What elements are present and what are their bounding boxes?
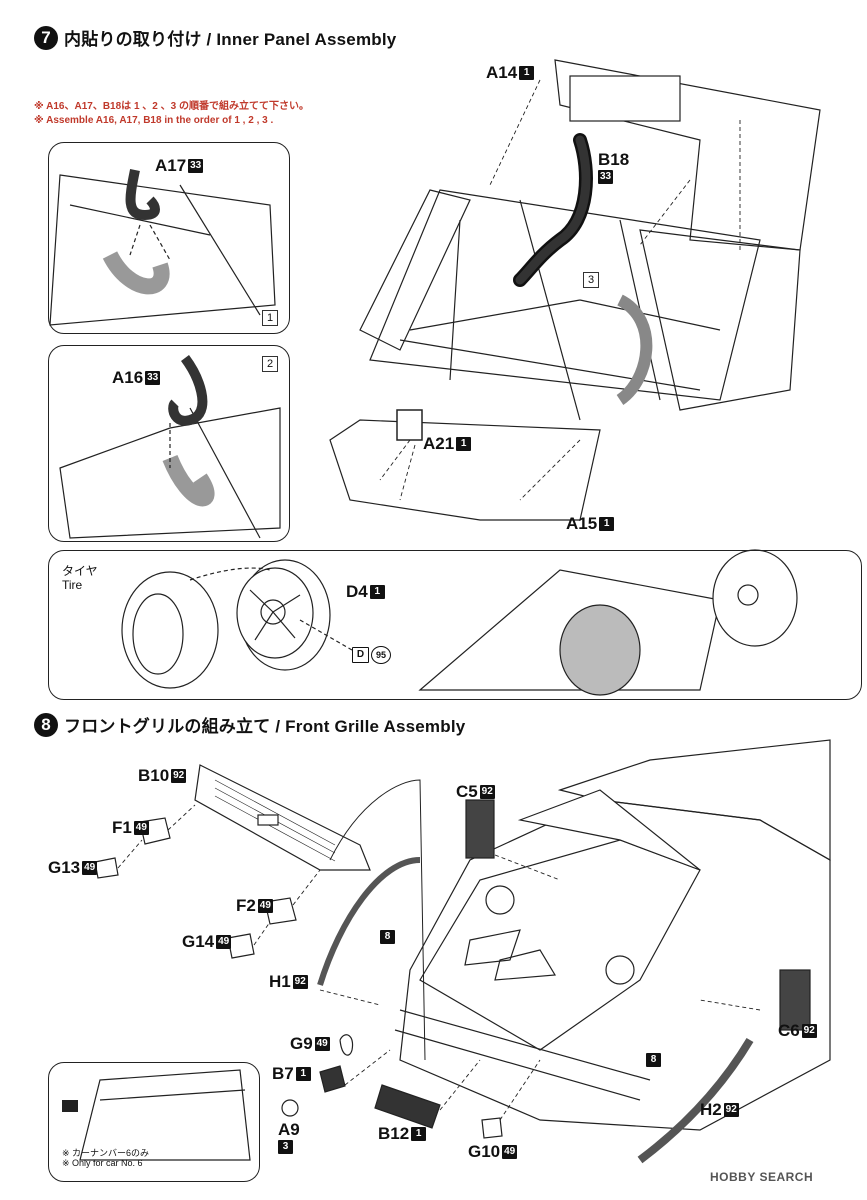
part-f1-name: F1: [112, 818, 132, 837]
part-c6-name: C6: [778, 1021, 800, 1040]
ref-mark-8-b: 8: [646, 1053, 661, 1067]
part-g9-name: G9: [290, 1034, 313, 1053]
part-b12-qty: 1: [411, 1127, 427, 1141]
part-b12-name: B12: [378, 1124, 410, 1143]
decal-num: 95: [371, 646, 391, 664]
part-b7-name: B7: [272, 1064, 294, 1083]
step7-number: 7: [34, 25, 58, 50]
part-a15-qty: 1: [599, 517, 615, 531]
part-b12: B12 1: [378, 1124, 427, 1144]
part-a15: A15 1: [566, 514, 615, 534]
part-a9-name: A9: [278, 1120, 300, 1139]
part-d4: D4 1: [346, 582, 385, 602]
part-b10: B10 92: [138, 766, 187, 786]
part-b7-qty: 1: [295, 1067, 311, 1081]
part-c6-qty: 92: [801, 1024, 817, 1038]
part-b18-name: B18: [598, 150, 630, 169]
part-d4-qty: 1: [369, 585, 385, 599]
step8-title: フロントグリルの組み立て / Front Grille Assembly: [64, 717, 466, 736]
part-f2: F2 49: [236, 896, 273, 916]
part-c5: C5 92: [456, 782, 495, 802]
part-a9: A9 3: [278, 1120, 300, 1154]
part-f2-qty: 49: [257, 899, 273, 913]
sub-number-1: 1: [262, 310, 278, 326]
part-g14-name: G14: [182, 932, 215, 951]
part-g9: G9 49: [290, 1034, 330, 1054]
part-g14: G14 49: [182, 932, 232, 952]
part-g14-qty: 49: [216, 935, 232, 949]
part-a14: A14 1: [486, 63, 535, 83]
subpanel-2: [48, 345, 290, 542]
part-g10-qty: 49: [502, 1145, 518, 1159]
step8-number: 8: [34, 712, 58, 737]
part-a16-name: A16: [112, 368, 144, 387]
part-b10-qty: 92: [171, 769, 187, 783]
decal-icon: [62, 1100, 78, 1112]
step7-note-en: ※ Assemble A16, A17, B18 in the order of…: [34, 115, 274, 126]
watermark: HOBBY SEARCH: [710, 1170, 814, 1184]
part-a21-qty: 1: [456, 437, 472, 451]
part-c5-qty: 92: [479, 785, 495, 799]
part-a14-name: A14: [486, 63, 518, 82]
part-a16: A16 33: [112, 368, 161, 388]
part-g10: G10 49: [468, 1142, 518, 1162]
part-a21: A21 1: [423, 434, 472, 454]
part-h2: H2 92: [700, 1100, 739, 1120]
sub-number-3: 3: [583, 272, 599, 288]
part-h1-qty: 92: [292, 975, 308, 989]
step8-header: 8 フロントグリルの組み立て / Front Grille Assembly: [34, 712, 465, 737]
tire-panel: [48, 550, 862, 700]
ref-mark-8-a: 8: [380, 930, 395, 944]
part-a16-qty: 33: [145, 371, 161, 385]
part-h1: H1 92: [269, 972, 308, 992]
step7-header: 7 内貼りの取り付け / Inner Panel Assembly: [34, 25, 396, 50]
part-g9-qty: 49: [314, 1037, 330, 1051]
tire-label-en: Tire: [62, 578, 83, 592]
part-h1-name: H1: [269, 972, 291, 991]
sub-number-2: 2: [262, 356, 278, 372]
tire-label-jp: タイヤ: [62, 564, 98, 578]
part-h2-qty: 92: [723, 1103, 739, 1117]
part-h2-name: H2: [700, 1100, 722, 1119]
decal-letter: D: [352, 647, 369, 663]
part-c6: C6 92: [778, 1021, 817, 1041]
part-a17: A17 33: [155, 156, 204, 176]
part-c5-name: C5: [456, 782, 478, 801]
step7-title: 内貼りの取り付け / Inner Panel Assembly: [64, 30, 397, 49]
step7-note-jp: ※ A16、A17、B18は 1 、2 、3 の順番で組み立てて下さい。: [34, 101, 309, 112]
subpanel-1: [48, 142, 290, 334]
part-a14-qty: 1: [519, 66, 535, 80]
part-a9-qty: 3: [278, 1140, 293, 1154]
part-f1: F1 49: [112, 818, 149, 838]
part-a17-name: A17: [155, 156, 187, 175]
part-g13-qty: 49: [82, 861, 98, 875]
part-g13-name: G13: [48, 858, 81, 877]
part-b18: B18 33: [598, 150, 629, 184]
inset-note-en: ※ Only for car No. 6: [62, 1158, 143, 1168]
inset-panel-car6: [48, 1062, 260, 1182]
part-g10-name: G10: [468, 1142, 501, 1161]
part-b18-qty: 33: [598, 170, 613, 184]
part-a21-name: A21: [423, 434, 455, 453]
part-b10-name: B10: [138, 766, 170, 785]
part-b7: B7 1: [272, 1064, 311, 1084]
part-f1-qty: 49: [133, 821, 149, 835]
part-g13: G13 49: [48, 858, 98, 878]
inset-note-jp: ※ カーナンバー6のみ: [62, 1148, 150, 1158]
part-a17-qty: 33: [188, 159, 204, 173]
decal-d95: D 95: [352, 646, 391, 664]
part-a15-name: A15: [566, 514, 598, 533]
part-d4-name: D4: [346, 582, 368, 601]
part-f2-name: F2: [236, 896, 256, 915]
